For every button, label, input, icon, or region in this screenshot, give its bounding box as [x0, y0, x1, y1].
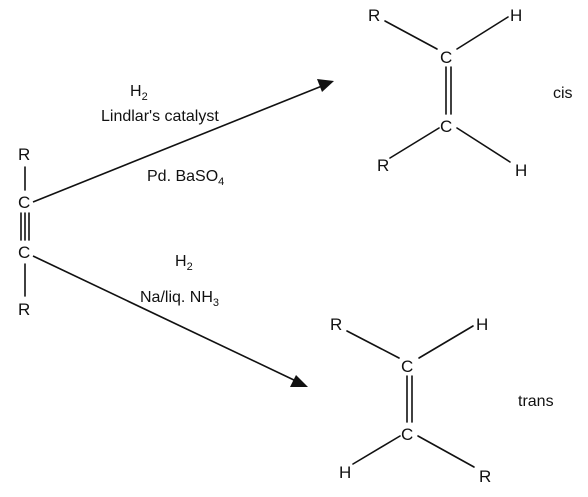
upper-arrow-shaft: [32, 85, 323, 203]
trans-label: trans: [518, 393, 554, 410]
trans-bond-h-c: [418, 325, 474, 359]
lower-reagents: H2 Na/liq. NH3: [140, 253, 219, 309]
reactant-bottom-r: R: [18, 300, 30, 319]
cis-bottom-right-h: H: [515, 161, 527, 180]
na-liq-nh3-label: Na/liq. NH3: [140, 289, 219, 309]
lower-reaction-arrow: [32, 255, 308, 387]
upper-reaction-arrow: [32, 79, 334, 203]
trans-top-right-h: H: [476, 315, 488, 334]
alkyne-reactant: R C C R: [18, 145, 30, 319]
trans-alkene-product: R H C C H R trans: [330, 315, 554, 486]
lower-arrow-head: [290, 375, 308, 387]
cis-bond-c-r: [389, 127, 440, 159]
trans-bottom-left-h: H: [339, 463, 351, 482]
lower-arrow-shaft: [32, 255, 297, 382]
trans-top-left-r: R: [330, 315, 342, 334]
cis-bond-h-c: [456, 16, 509, 50]
trans-bottom-c: C: [401, 425, 413, 444]
trans-bond-r-c: [346, 330, 400, 359]
upper-reagents: H2 Lindlar's catalyst Pd. BaSO4: [101, 83, 224, 188]
cis-alkene-product: R H C C R H cis: [368, 6, 573, 180]
reactant-top-c: C: [18, 193, 30, 212]
cis-bond-r-c: [384, 20, 438, 50]
upper-arrow-head: [317, 79, 334, 92]
trans-bond-c-h: [352, 435, 401, 465]
cis-bottom-left-r: R: [377, 156, 389, 175]
upper-h2-reagent: H2: [130, 83, 148, 103]
cis-bond-c-h: [456, 127, 511, 163]
lindlar-catalyst-label: Lindlar's catalyst: [101, 108, 219, 125]
cis-top-right-h: H: [510, 6, 522, 25]
pd-baso4-label: Pd. BaSO4: [147, 168, 224, 188]
lower-h2-reagent: H2: [175, 253, 193, 273]
trans-top-c: C: [401, 357, 413, 376]
cis-label: cis: [553, 85, 573, 102]
cis-top-left-r: R: [368, 6, 380, 25]
reactant-bottom-c: C: [18, 243, 30, 262]
reactant-top-r: R: [18, 145, 30, 164]
trans-bottom-right-r: R: [479, 467, 491, 486]
trans-bond-c-r: [417, 435, 475, 468]
cis-bottom-c: C: [440, 117, 452, 136]
cis-top-c: C: [440, 48, 452, 67]
